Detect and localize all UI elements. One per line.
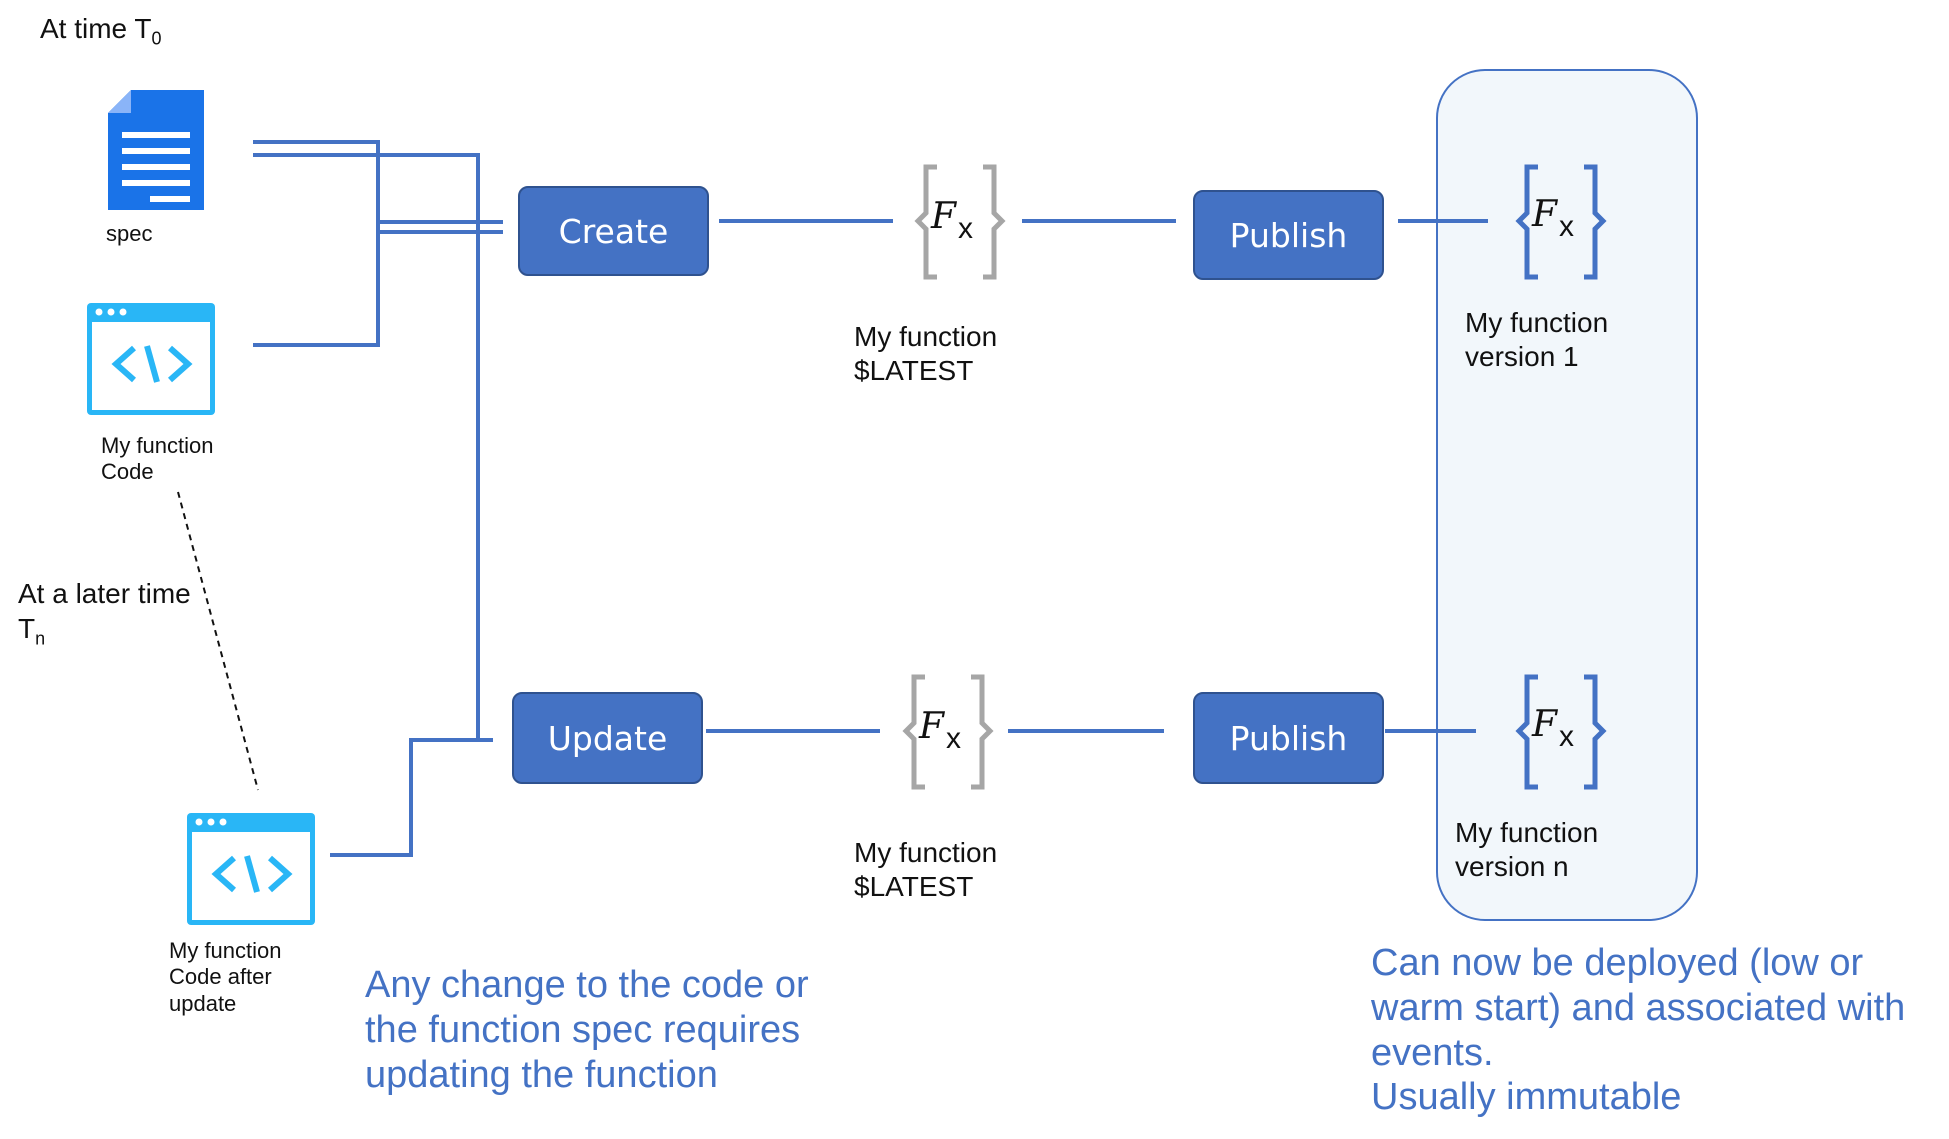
latest-bottom-label: My function $LATEST: [854, 836, 997, 903]
versions-panel: [1436, 69, 1698, 921]
function-braces-icon-bottom-latest: [902, 674, 994, 790]
change-note: Any change to the code or the function s…: [365, 963, 809, 1097]
create-button[interactable]: Create: [518, 186, 709, 276]
function-braces-icon: [914, 164, 1006, 280]
later-time-dashed-line: [177, 491, 259, 791]
later-time-line2: Tn: [18, 611, 191, 650]
updated-code-line2: Code after: [169, 964, 272, 990]
latest-top-line1: My function: [854, 321, 998, 352]
code-window-icon: [87, 303, 215, 415]
update-button[interactable]: Update: [512, 692, 703, 784]
updated-code-window-icon: [187, 813, 315, 925]
time-t0-subscript: 0: [151, 28, 162, 49]
deploy-note: Can now be deployed (low or warm start) …: [1371, 941, 1905, 1120]
connector-lines: [253, 140, 1488, 857]
publish-top-button[interactable]: Publish: [1193, 190, 1384, 280]
later-time-label: At a later time Tn: [18, 576, 191, 650]
version1-line1: My function: [1465, 307, 1609, 338]
fx-letter: F: [918, 706, 946, 747]
change-note-line2: the function spec requires: [365, 1008, 801, 1051]
function-symbol-latest-top: F x: [930, 196, 973, 245]
document-icon: [108, 90, 204, 210]
version1-line2: version 1: [1465, 340, 1579, 372]
function-braces-icon-versionn: [1515, 674, 1607, 790]
fx-suffix: x: [946, 722, 961, 755]
time-t0-label: At time T0: [40, 12, 162, 50]
fx-suffix: x: [958, 212, 973, 245]
later-time-subscript: n: [35, 628, 46, 649]
version1-label: My function version 1: [1465, 306, 1608, 373]
deploy-note-line3: events.: [1371, 1031, 1494, 1074]
versionn-line1: My function: [1455, 817, 1599, 848]
change-note-line3: updating the function: [365, 1053, 718, 1096]
updated-code-line1: My function: [169, 938, 282, 963]
code-label-line1: My function: [101, 433, 214, 458]
updated-code-line3: update: [169, 990, 237, 1016]
function-symbol-version1: F x: [1531, 194, 1574, 243]
spec-to-update-line: [253, 153, 480, 740]
publish-bottom-button[interactable]: Publish: [1193, 692, 1384, 784]
function-braces-icon-version1: [1515, 164, 1607, 280]
time-t0-prefix: At time T: [40, 13, 152, 44]
spec-to-create-line-b: [253, 222, 380, 347]
latest-top-label: My function $LATEST: [854, 320, 997, 387]
updated-code-to-update-line: [330, 738, 478, 857]
function-symbol-latest-bottom: F x: [918, 706, 961, 755]
spec-to-create-line-a: [253, 140, 503, 224]
code-label-line2: Code: [101, 459, 154, 485]
latest-top-line2: $LATEST: [854, 354, 974, 386]
updated-code-label: My function Code after update: [169, 938, 282, 1017]
fx-suffix: x: [1559, 210, 1574, 243]
fx-suffix: x: [1559, 720, 1574, 753]
deploy-note-line4: Usually immutable: [1371, 1076, 1682, 1119]
deploy-note-line2: warm start) and associated with: [1371, 986, 1906, 1029]
fx-letter: F: [1531, 194, 1559, 235]
fx-letter: F: [930, 196, 958, 237]
latest-bottom-line2: $LATEST: [854, 870, 974, 902]
versionn-label: My function version n: [1455, 816, 1598, 883]
deploy-note-line1: Can now be deployed (low or: [1371, 942, 1864, 984]
spec-label: spec: [106, 221, 153, 246]
fx-letter: F: [1531, 704, 1559, 745]
code-label: My function Code: [101, 433, 214, 486]
later-time-line1: At a later time: [18, 578, 191, 609]
versionn-line2: version n: [1455, 850, 1569, 882]
function-symbol-versionn: F x: [1531, 704, 1574, 753]
later-time-t: T: [18, 613, 36, 644]
change-note-line1: Any change to the code or: [365, 964, 809, 1006]
latest-bottom-line1: My function: [854, 837, 998, 868]
